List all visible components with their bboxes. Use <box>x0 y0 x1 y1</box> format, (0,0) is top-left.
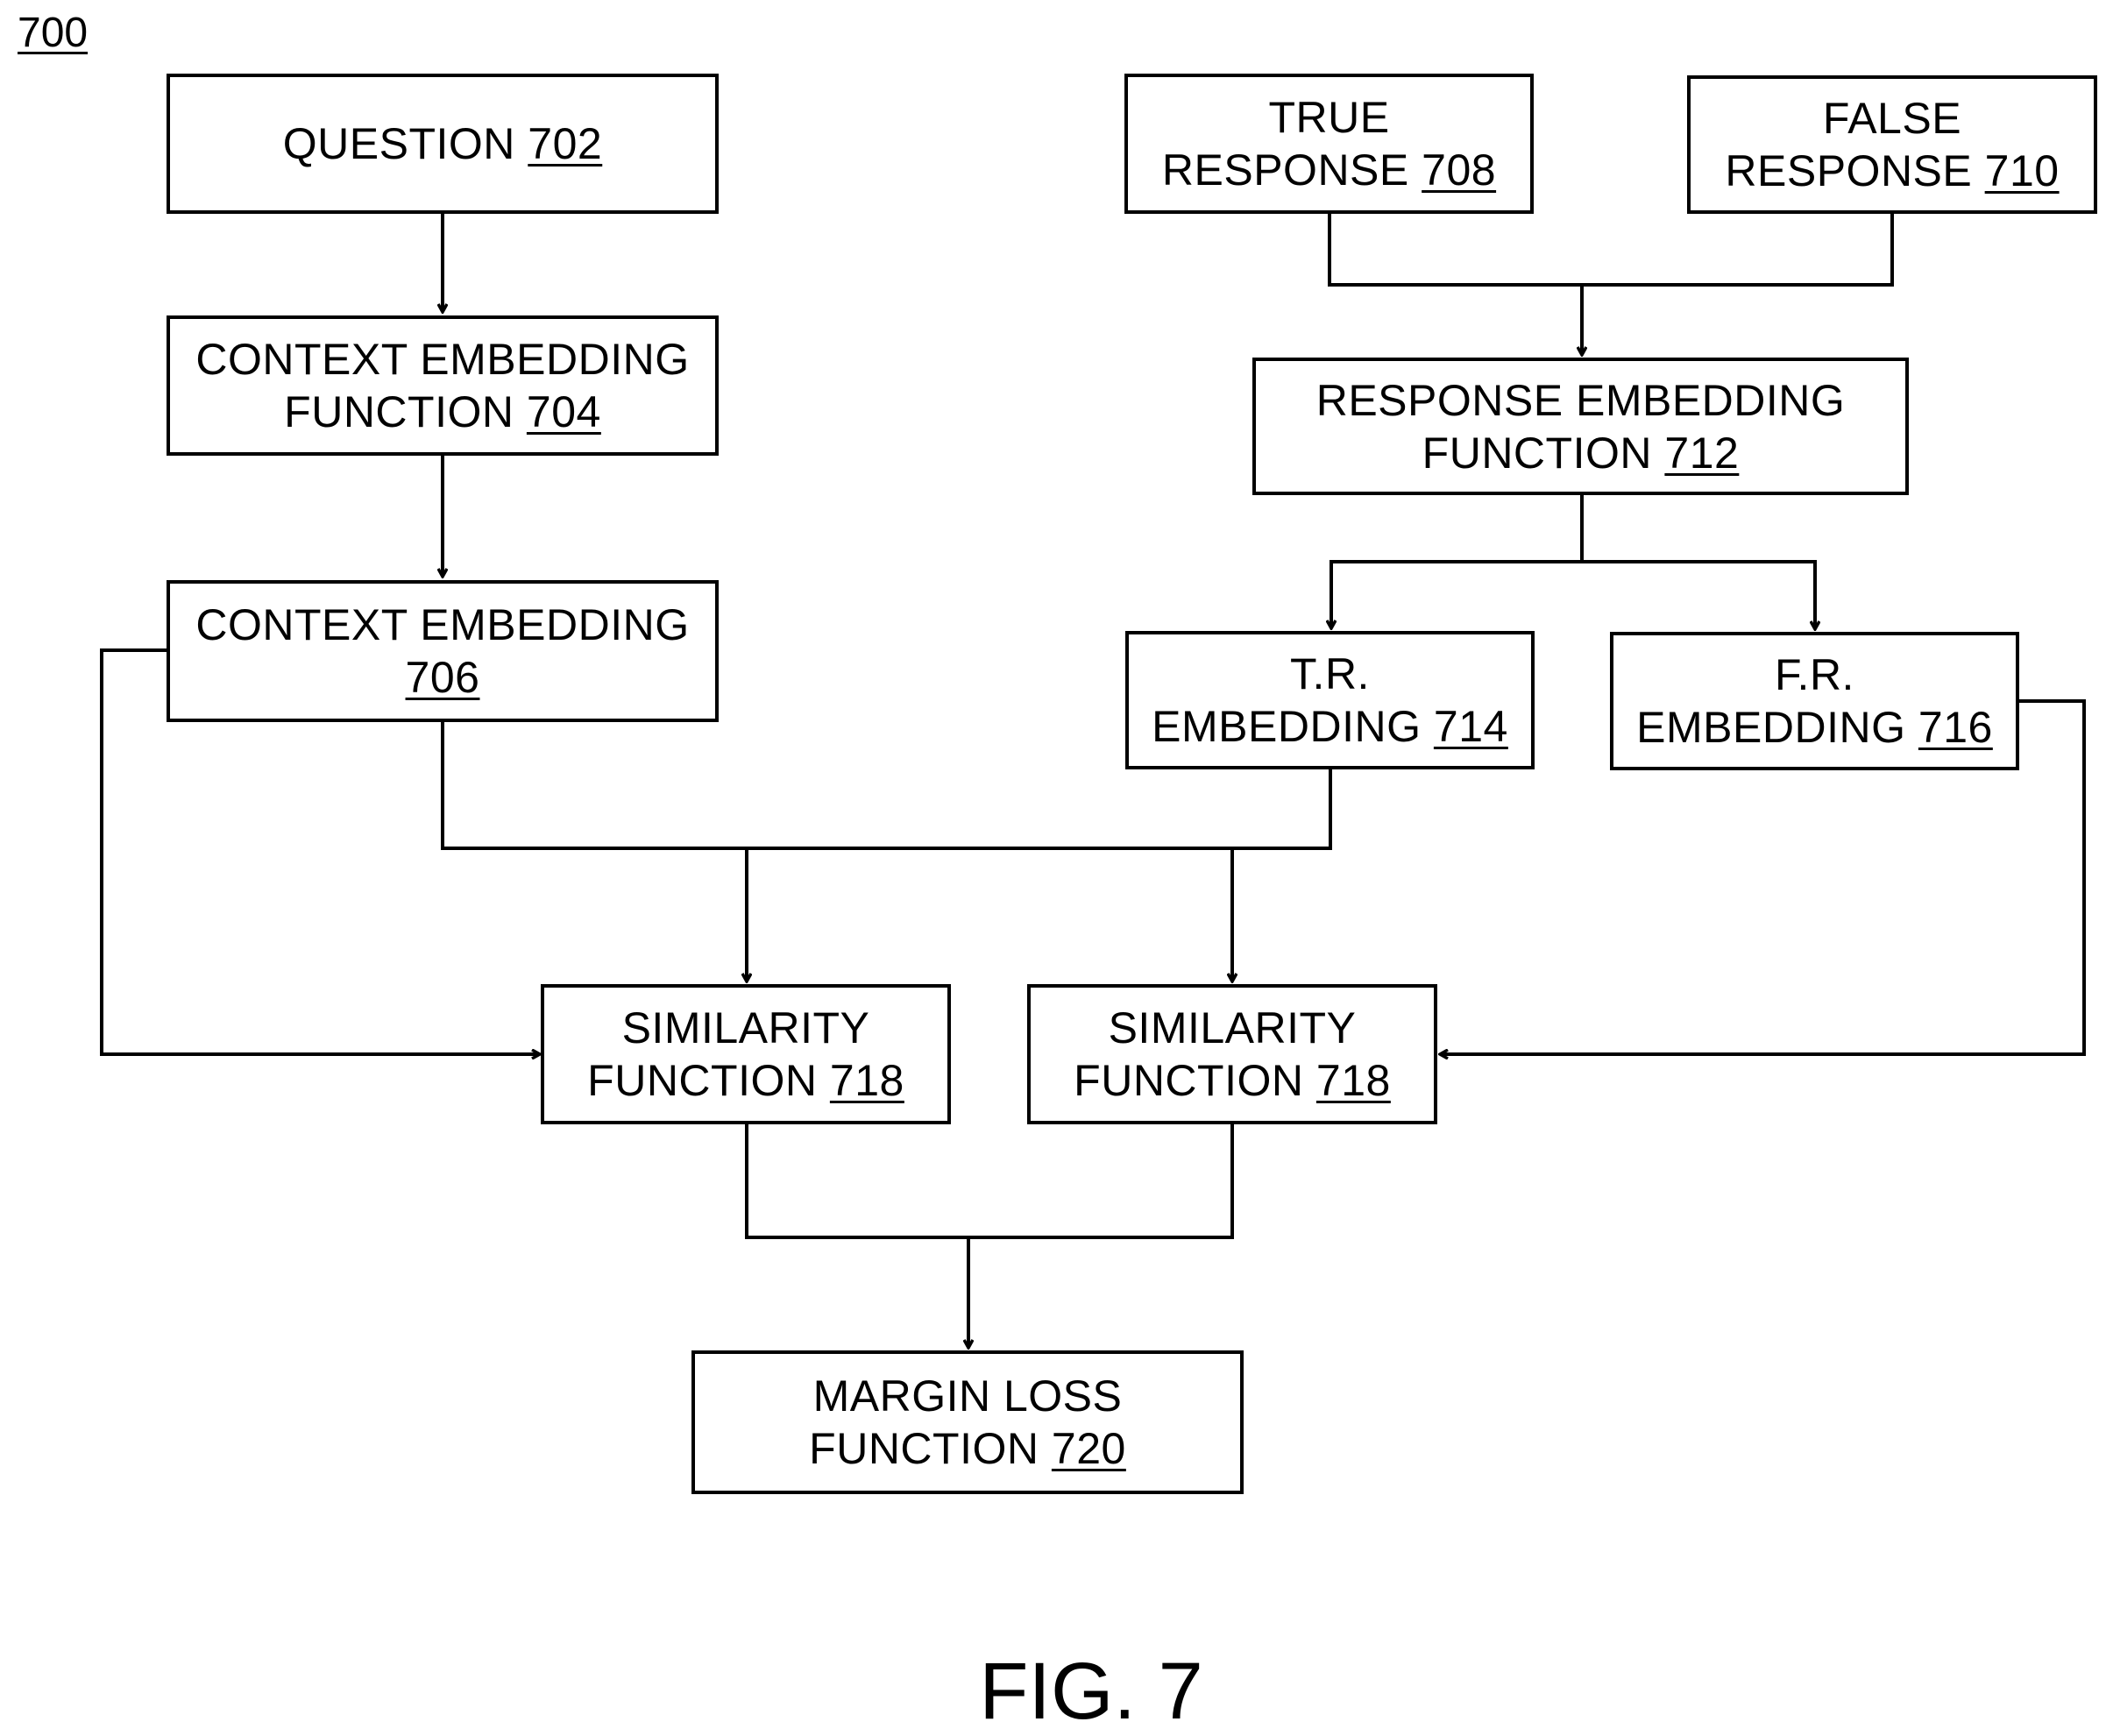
similarity-function-left-ref: 718 <box>830 1056 904 1105</box>
false-response-box: FALSE RESPONSE 710 <box>1687 75 2097 214</box>
similarity-function-right-box: SIMILARITY FUNCTION 718 <box>1027 984 1437 1124</box>
context-embedding-function-ref: 704 <box>527 387 601 436</box>
similarity-function-right-ref: 718 <box>1316 1056 1391 1105</box>
true-response-label-line2: RESPONSE <box>1162 145 1409 195</box>
true-response-box: TRUE RESPONSE 708 <box>1124 74 1534 214</box>
margin-loss-function-label-line1: MARGIN LOSS <box>813 1370 1123 1422</box>
tr-embedding-label-line1: T.R. <box>1290 648 1370 700</box>
true-response-label-line1: TRUE <box>1268 91 1389 144</box>
context-embedding-box: CONTEXT EMBEDDING 706 <box>167 580 719 722</box>
similarity-function-right-label-line2: FUNCTION <box>1074 1056 1303 1105</box>
context-embedding-function-label-line1: CONTEXT EMBEDDING <box>195 333 689 386</box>
context-embedding-ref: 706 <box>406 653 480 702</box>
fr-embedding-ref: 716 <box>1918 703 1993 752</box>
similarity-function-left-label-line1: SIMILARITY <box>622 1002 870 1054</box>
context-embedding-function-label-line2: FUNCTION <box>284 387 514 436</box>
figure-caption: FIG. 7 <box>0 1647 2106 1735</box>
response-embedding-function-box: RESPONSE EMBEDDING FUNCTION 712 <box>1252 358 1909 495</box>
edge-response-embedding-function-to-fr-embedding <box>1582 562 1815 629</box>
tr-embedding-ref: 714 <box>1434 702 1508 751</box>
fr-embedding-box: F.R. EMBEDDING 716 <box>1610 632 2019 770</box>
similarity-function-left-box: SIMILARITY FUNCTION 718 <box>541 984 951 1124</box>
false-response-label-line1: FALSE <box>1823 92 1961 145</box>
context-embedding-label: CONTEXT EMBEDDING <box>195 599 689 651</box>
margin-loss-function-label-line2: FUNCTION <box>809 1424 1039 1473</box>
edge-true-response-to-merge <box>1330 212 1892 285</box>
question-box: QUESTION 702 <box>167 74 719 214</box>
false-response-label-line2: RESPONSE <box>1725 146 1972 195</box>
response-embedding-function-label-line2: FUNCTION <box>1422 429 1652 478</box>
edge-response-embedding-function-to-tr-embedding <box>1331 493 1582 628</box>
question-ref: 702 <box>528 119 602 168</box>
question-label: QUESTION <box>283 119 515 168</box>
context-embedding-function-box: CONTEXT EMBEDDING FUNCTION 704 <box>167 315 719 456</box>
margin-loss-function-ref: 720 <box>1052 1424 1126 1473</box>
tr-embedding-label-line2: EMBEDDING <box>1152 702 1421 751</box>
response-embedding-function-label-line1: RESPONSE EMBEDDING <box>1316 374 1846 427</box>
fr-embedding-label-line1: F.R. <box>1775 648 1854 701</box>
margin-loss-function-box: MARGIN LOSS FUNCTION 720 <box>691 1350 1244 1494</box>
fr-embedding-label-line2: EMBEDDING <box>1636 703 1905 752</box>
figure-reference-number: 700 <box>18 11 88 56</box>
edge-similarities-to-margin-loss <box>747 1123 1232 1237</box>
tr-embedding-box: T.R. EMBEDDING 714 <box>1125 631 1535 769</box>
true-response-ref: 708 <box>1422 145 1496 195</box>
response-embedding-function-ref: 712 <box>1664 429 1739 478</box>
similarity-function-right-label-line1: SIMILARITY <box>1109 1002 1357 1054</box>
false-response-ref: 710 <box>1985 146 2060 195</box>
similarity-function-left-label-line2: FUNCTION <box>587 1056 817 1105</box>
